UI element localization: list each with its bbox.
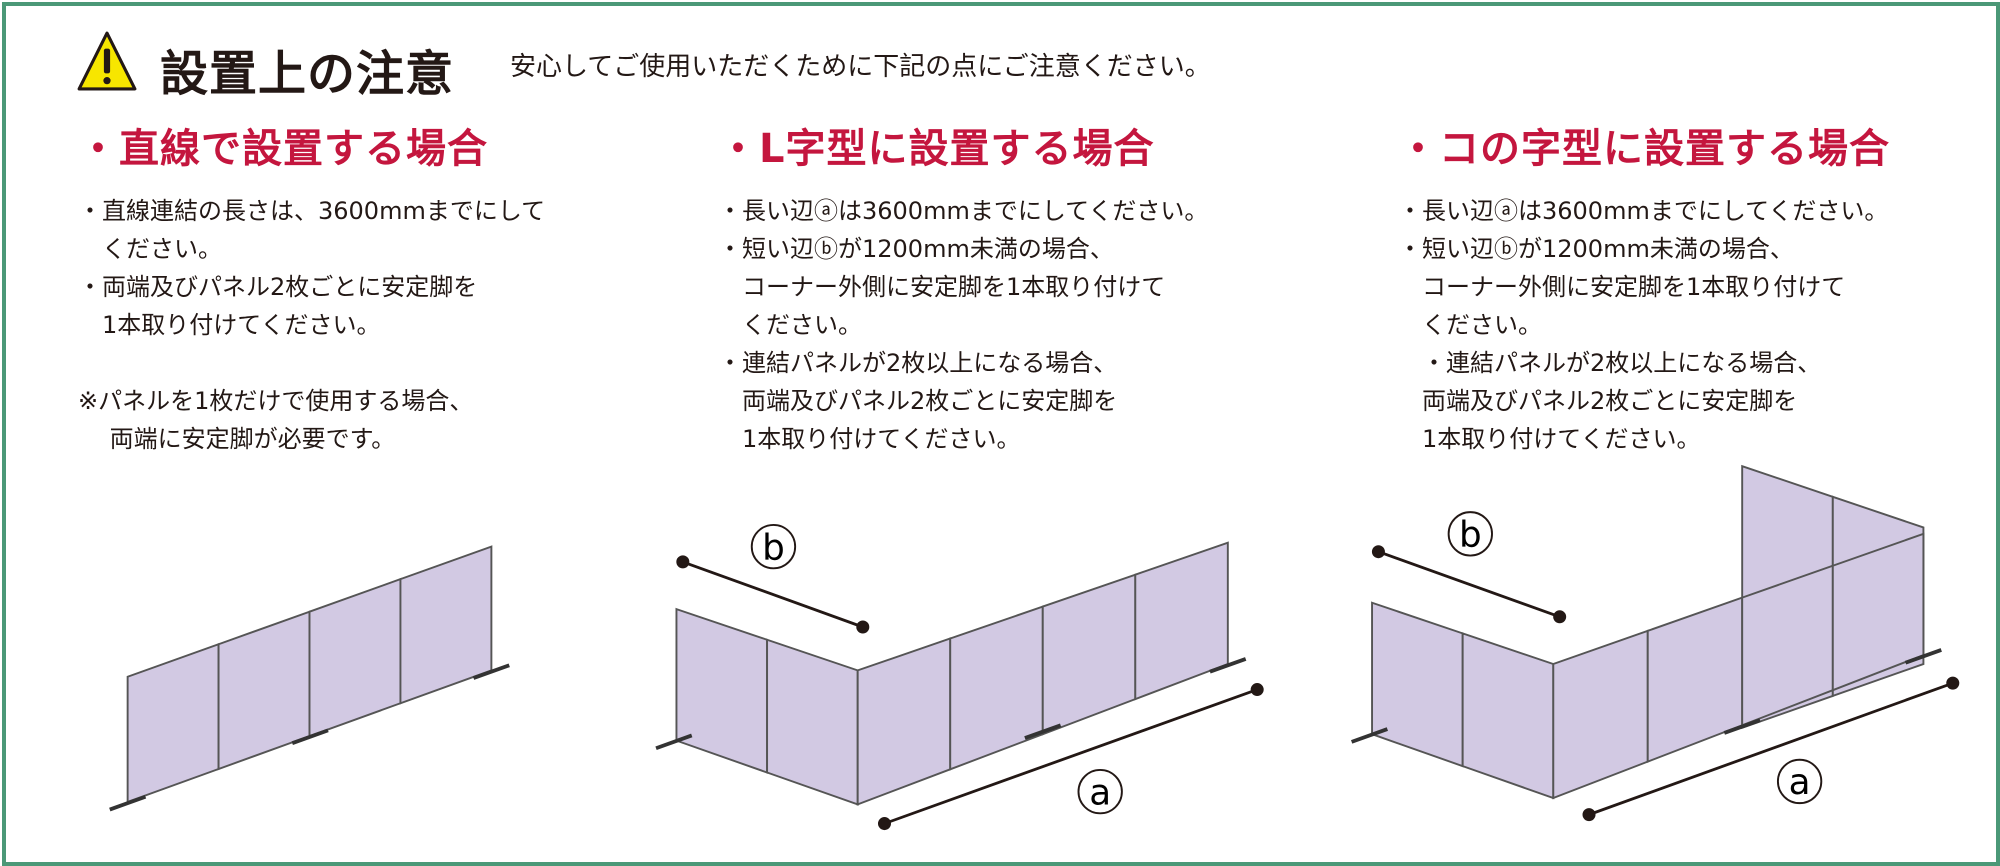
partition-panel [766,638,859,806]
partition-panel [949,605,1044,771]
section-u-shape: ・コの字型に設置する場合 ・長い辺ⓐは3600mmまでにしてください。 ・短い辺… [1398,116,1998,458]
dimension-b-2 [1371,545,1567,624]
partition-panel [399,545,493,705]
text-line: ください。 [78,235,222,263]
text-line: ・両端及びパネル2枚ごとに安定脚を [78,273,478,301]
partition-panel [1371,601,1464,768]
text-line: ・長い辺ⓐは3600mmまでにしてください。 [718,197,1209,225]
svg-text:a: a [1089,772,1111,813]
partition-panel [675,607,769,774]
note-line: ※パネルを1枚だけで使用する場合、 [78,387,474,415]
section-heading: ・直線で設置する場合 [78,126,488,172]
section-straight: ・直線で設置する場合 ・直線連結の長さは、3600mmまでにして ください。 ・… [78,116,678,458]
label-a-2: a [1776,758,1823,805]
stabilizer-foot [291,728,329,745]
note-line: 両端に安定脚が必要です。 [78,425,396,453]
text-line: ・長い辺ⓐは3600mmまでにしてください。 [1398,197,1889,225]
text-line: コーナー外側に安定脚を1本取り付けて [1398,273,1846,301]
text-line: ・短い辺ⓑが1200mm未満の場合、 [1398,235,1794,263]
partition-panel [856,637,952,806]
page-subtitle: 安心してご使用いただくために下記の点にご注意ください。 [510,52,1211,82]
partition-panel [1461,632,1555,800]
section-heading: ・コの字型に設置する場合 [1398,126,1890,172]
text-line: 1本取り付けてください。 [78,311,381,339]
section-l-shape: ・L字型に設置する場合 ・長い辺ⓐは3600mmまでにしてください。 ・短い辺ⓑ… [718,116,1318,458]
partition-panel [1041,573,1137,736]
stabilizer-foot [1209,657,1247,674]
text-line: コーナー外側に安定脚を1本取り付けて [718,273,1166,301]
dimension-b-1 [676,555,870,634]
stabilizer-foot [472,663,510,680]
text-line: 両端及びパネル2枚ごとに安定脚を [1398,387,1798,415]
svg-text:a: a [1789,762,1811,803]
label-b-2: b [1447,511,1493,557]
text-line: ・連結パネルが2枚以上になる場合、 [1398,349,1822,377]
dimension-a-2 [1582,676,1960,822]
stabilizer-foot [1904,648,1942,665]
partition-panel [308,577,402,738]
dimension-a-1 [877,683,1264,831]
partition-panel [1552,629,1649,800]
page-title: 設置上の注意 [160,46,455,102]
partition-panel [1134,541,1229,701]
warning-icon [77,31,137,91]
text-line: 1本取り付けてください。 [718,425,1021,453]
text-line: ください。 [718,311,862,339]
text-line: ください。 [1398,311,1542,339]
svg-text:b: b [1459,515,1482,556]
partition-panel [217,610,311,771]
stabilizer-foot [1350,727,1389,744]
svg-text:b: b [762,527,785,568]
stabilizer-foot [1723,718,1761,735]
section-heading: ・L字型に設置する場合 [718,126,1155,172]
label-b-1: b [750,523,797,570]
stabilizer-foot [109,794,147,812]
text-line: 両端及びパネル2枚ごとに安定脚を [718,387,1118,415]
text-line: ・短い辺ⓑが1200mm未満の場合、 [718,235,1114,263]
label-a-1: a [1077,768,1123,815]
partition-panel [1646,596,1744,764]
text-line: ・連結パネルが2枚以上になる場合、 [718,349,1118,377]
partition-panel [126,642,220,804]
stabilizer-foot [1024,723,1062,740]
text-line: 1本取り付けてください。 [1398,425,1701,453]
stabilizer-foot [655,733,693,751]
text-line: ・直線連結の長さは、3600mmまでにして [78,197,546,225]
